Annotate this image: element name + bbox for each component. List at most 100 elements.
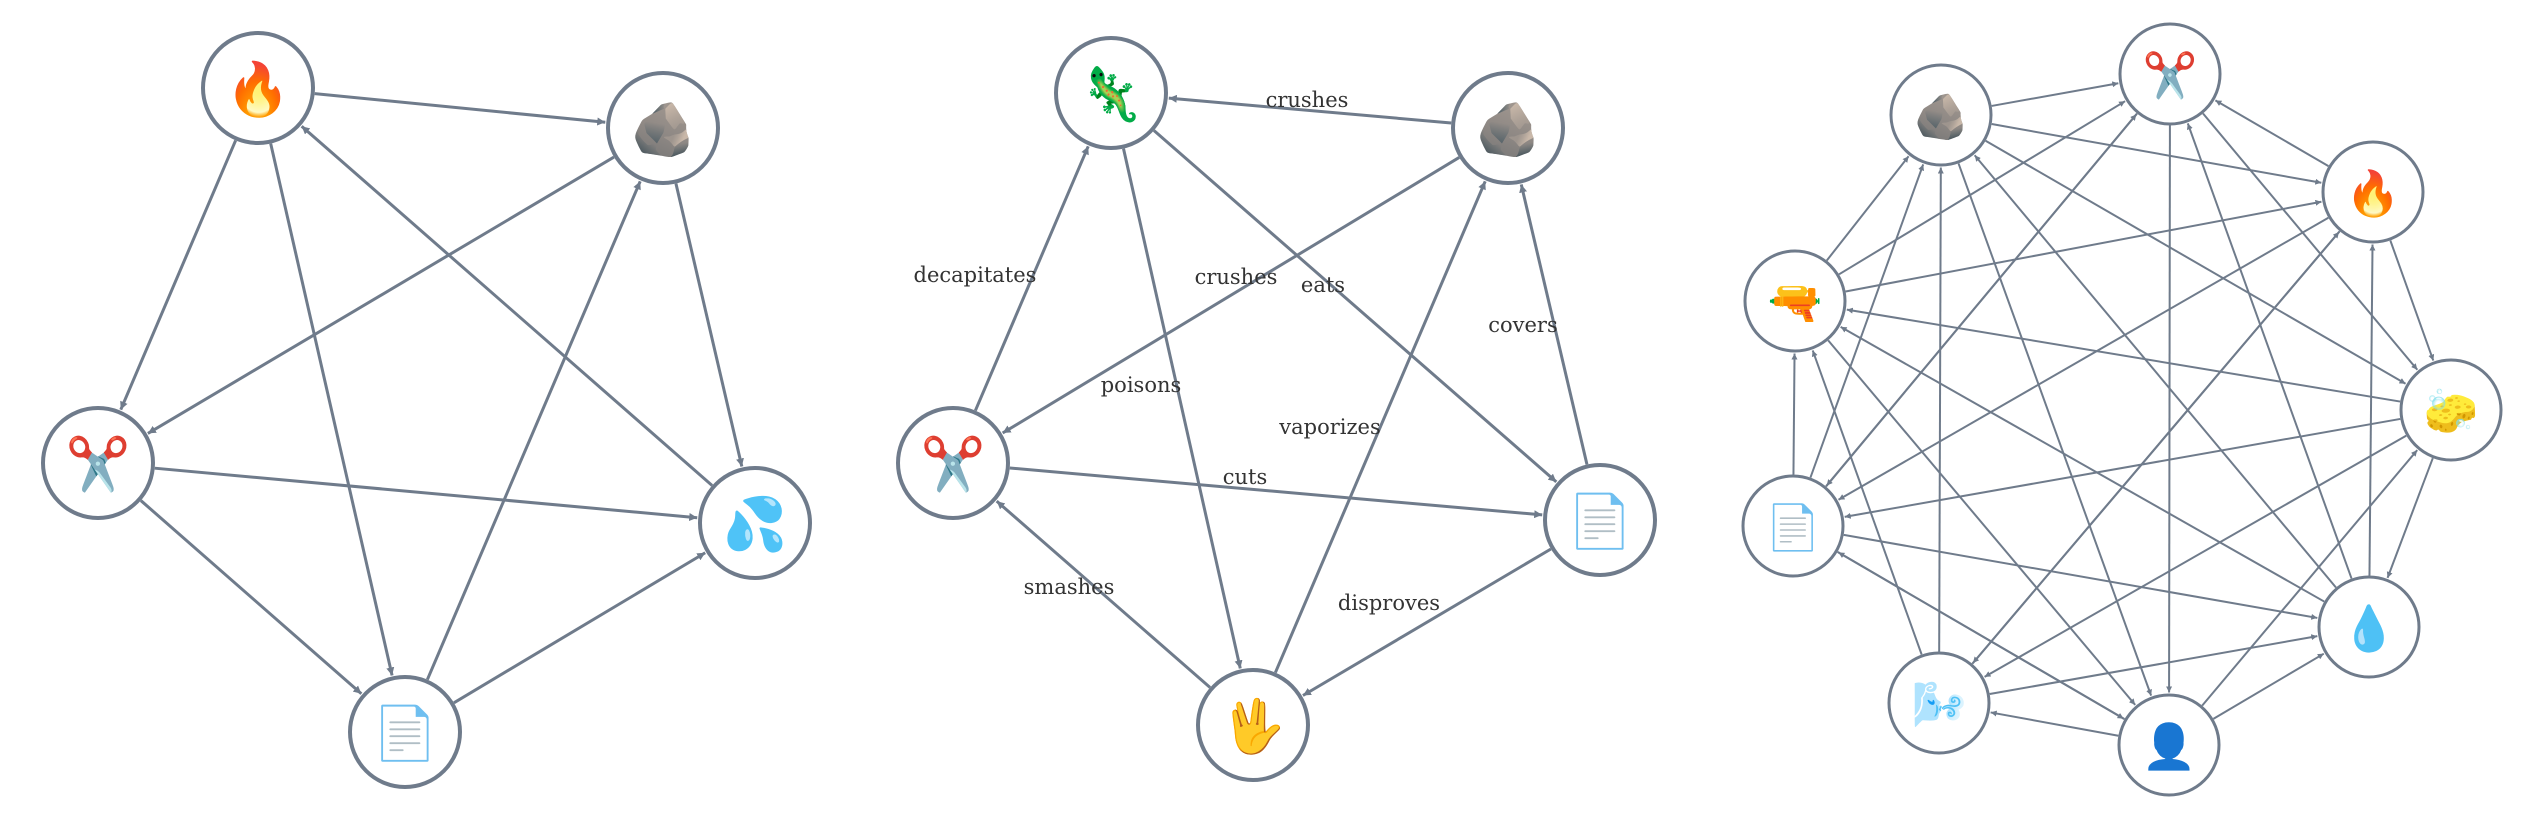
- node-ring: [1196, 668, 1310, 782]
- edge-paper-to-scissors: [1825, 113, 2138, 488]
- edge-rock-to-human: [1957, 163, 2153, 696]
- node-sponge: 🧽: [2399, 358, 2503, 462]
- fire-icon: 🔥: [226, 59, 291, 120]
- node-rock: 🪨: [606, 71, 720, 185]
- node-scissors: ✂️: [41, 406, 155, 520]
- water-droplets-icon: 💦: [723, 491, 788, 555]
- node-lizard: 🦎: [1054, 36, 1168, 150]
- scissors-icon: ✂️: [66, 433, 131, 495]
- node-scissors: ✂️: [896, 406, 1010, 520]
- edge-rock-to-scissors: [147, 155, 615, 435]
- edge-fire-to-paper: [269, 143, 395, 676]
- edge-human-to-sponge: [2201, 449, 2418, 707]
- edge-fire-to-scissors: [119, 139, 238, 411]
- edge-fire-to-scissors: [2214, 99, 2329, 167]
- edge-human-to-paper: [1837, 551, 2126, 720]
- node-ring: [201, 31, 315, 145]
- wind-face-icon: 🌬️: [1912, 680, 1967, 731]
- paper-icon: 📄: [373, 703, 438, 764]
- node-ring: [2317, 575, 2421, 679]
- edge-rock-to-fire: [1991, 123, 2322, 185]
- edge-rock-to-water: [674, 183, 744, 467]
- edge-label-eats: eats: [1301, 273, 1345, 297]
- node-rock: 🪨: [1889, 63, 1993, 167]
- nodes: 🦎 🪨 ✂️ 📄 🖖: [896, 36, 1657, 782]
- edge-human-to-water: [2212, 652, 2325, 720]
- rock-paper-scissors-lizard-spock-graph: crushesdecapitatespoisonseatscrushescove…: [896, 36, 1657, 782]
- paper-icon: 📄: [1766, 503, 1821, 554]
- vulcan-salute-icon: 🖖: [1221, 696, 1286, 761]
- node-ring: [606, 71, 720, 185]
- edge-label-disproves: disproves: [1338, 591, 1440, 615]
- node-ring: [2399, 358, 2503, 462]
- node-human: 👤: [2117, 693, 2221, 797]
- fire-icon: 🔥: [2346, 169, 2401, 220]
- scissors-icon: ✂️: [921, 433, 986, 495]
- edge-rock-to-scissors: [1001, 156, 1460, 435]
- node-fire: 🔥: [2321, 140, 2425, 244]
- lizard-icon: 🦎: [1079, 64, 1144, 125]
- node-gun: 🔫: [1743, 249, 1847, 353]
- edge-lizard-to-paper: [1152, 129, 1558, 483]
- edge-water-to-scissors: [2186, 123, 2353, 579]
- edge-air-to-fire: [1971, 231, 2340, 665]
- edge-gun-to-rock: [1826, 155, 1910, 262]
- edge-label-crushes: crushes: [1195, 265, 1278, 289]
- edge-lizard-to-spock: [1122, 148, 1243, 669]
- edge-water-to-fire: [2368, 244, 2376, 576]
- edge-human-to-air: [1990, 710, 2119, 737]
- edge-label-decapitates: decapitates: [914, 263, 1037, 287]
- edge-rock-to-scissors: [1991, 81, 2119, 107]
- edge-label-crushes: crushes: [1266, 88, 1349, 112]
- edge-fire-to-sponge: [2389, 240, 2435, 361]
- node-ring: [41, 406, 155, 520]
- edge-scissors-to-paper: [139, 499, 363, 695]
- paper-icon: 📄: [1568, 491, 1633, 552]
- water-pistol-icon: 🔫: [1768, 278, 1823, 329]
- edge-paper-to-rock: [1519, 184, 1589, 465]
- node-paper: 📄: [348, 675, 462, 789]
- node-ring: [1743, 249, 1847, 353]
- edge-label-cuts: cuts: [1223, 465, 1268, 489]
- node-water: 💦: [698, 466, 812, 580]
- edge-sponge-to-water: [2386, 457, 2434, 579]
- edge-gun-to-scissors: [1838, 100, 2126, 276]
- node-ring: [1889, 63, 1993, 167]
- edge-paper-to-gun: [1791, 353, 1798, 475]
- edge-spock-to-scissors: [995, 500, 1212, 689]
- nodes: 🪨 ✂️ 🔥 🔫 🧽 📄 💧 🌬️ 👤: [1741, 22, 2503, 797]
- node-ring: [1887, 651, 1991, 755]
- node-ring: [2321, 140, 2425, 244]
- edge-scissors-to-lizard: [974, 145, 1090, 412]
- sponge-icon: 🧽: [2424, 387, 2484, 438]
- person-silhouette-icon: 👤: [2142, 722, 2197, 773]
- edge-gun-to-human: [1827, 339, 2136, 706]
- edge-sponge-to-gun: [1846, 307, 2401, 403]
- node-paper: 📄: [1741, 474, 1845, 578]
- node-paper: 📄: [1543, 463, 1657, 577]
- edge-scissors-to-human: [2166, 125, 2173, 693]
- node-ring: [348, 675, 462, 789]
- node-ring: [896, 406, 1010, 520]
- water-drop-icon: 💧: [2342, 604, 2397, 655]
- edge-label-vaporizes: vaporizes: [1278, 415, 1381, 439]
- edge-fire-to-rock: [314, 92, 606, 126]
- node-ring: [2118, 22, 2222, 126]
- edge-sponge-to-air: [1984, 434, 2407, 678]
- node-rock: 🪨: [1451, 71, 1565, 185]
- edge-fire-to-paper: [1837, 216, 2329, 501]
- node-spock: 🖖: [1196, 668, 1310, 782]
- rps-fire-water-graph: 🔥 🪨 ✂️ 💦 📄: [41, 31, 812, 789]
- edge-rock-to-lizard: [1168, 94, 1452, 125]
- scissors-icon: ✂️: [2143, 49, 2198, 102]
- edge-label-covers: covers: [1488, 313, 1558, 337]
- node-scissors: ✂️: [2118, 22, 2222, 126]
- rock-icon: 🪨: [631, 100, 696, 160]
- node-fire: 🔥: [201, 31, 315, 145]
- edge-sponge-to-paper: [1844, 417, 2401, 519]
- edge-label-smashes: smashes: [1024, 575, 1115, 599]
- node-air: 🌬️: [1887, 651, 1991, 755]
- edge-air-to-water: [1989, 634, 2318, 696]
- node-ring: [698, 466, 812, 580]
